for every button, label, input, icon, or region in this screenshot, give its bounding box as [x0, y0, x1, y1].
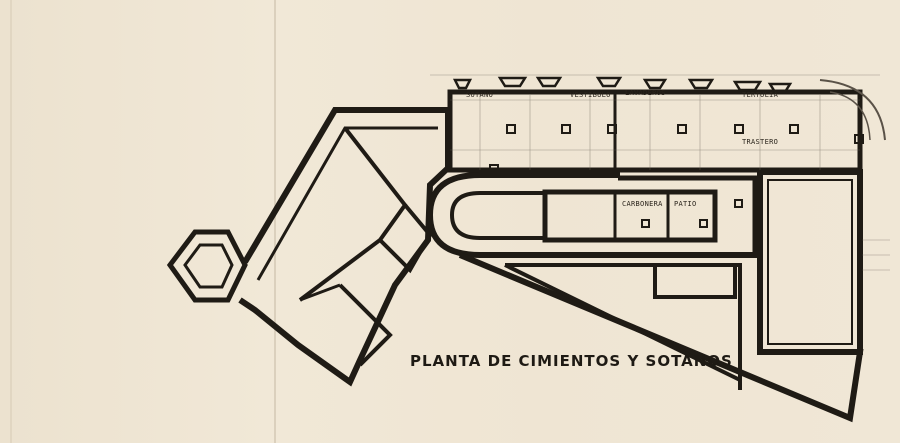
- drawing-title: PLANTA DE CIMIENTOS Y SOTANOS: [410, 352, 733, 370]
- room-label-sotano: SOTANO: [466, 91, 493, 99]
- octagon-annex-inner-wall: [183, 243, 234, 289]
- left-wing-inner-wall: [256, 126, 438, 281]
- triangular-zone-inner: [505, 263, 742, 390]
- left-wing-partition: [378, 203, 433, 274]
- stair-curve: [819, 79, 886, 141]
- octagon-annex-wall: [166, 229, 248, 303]
- room-label-vestibulo: VESTIBULO: [570, 91, 611, 99]
- construction-lines: [430, 74, 890, 271]
- left-wing-outer-wall: [238, 107, 451, 387]
- columns: [489, 124, 864, 228]
- room-label-patio: PATIO: [674, 200, 697, 208]
- small-room: [653, 263, 737, 299]
- left-wing-partition: [299, 283, 341, 302]
- facade-piers: [452, 76, 793, 94]
- room-label-trastero: TRASTERO: [742, 138, 778, 146]
- left-wing-partition: [298, 126, 408, 302]
- curved-corridor: [426, 172, 760, 258]
- left-wing-partition: [338, 283, 393, 367]
- carbonera-patio-block: [542, 189, 718, 243]
- room-label-tertulia: TERTULIA: [742, 91, 779, 99]
- paper-fold-line: [274, 0, 276, 443]
- curved-corridor-inner: [449, 191, 545, 240]
- triangular-zone-outer: [458, 252, 864, 423]
- paper-fold-line: [10, 0, 12, 443]
- right-large-room: [757, 169, 863, 355]
- room-label-carbonera: CARBONERA: [622, 200, 663, 208]
- room-label-lavaderos: LAVADEROS: [625, 89, 666, 97]
